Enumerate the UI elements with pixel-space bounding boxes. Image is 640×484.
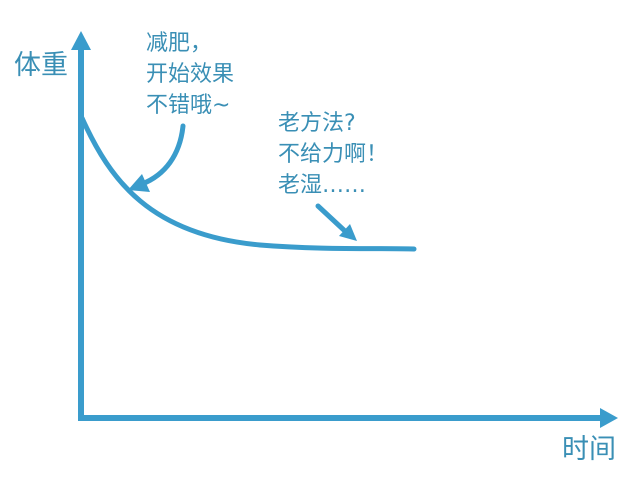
y-axis <box>71 31 91 418</box>
arrowhead-icon <box>128 174 150 192</box>
annotation-arrow-1 <box>128 123 186 192</box>
x-axis-label: 时间 <box>562 434 616 465</box>
x-axis <box>78 408 618 428</box>
y-axis-arrow-icon <box>71 31 91 50</box>
y-axis-label: 体重 <box>14 50 68 81</box>
weight-curve <box>79 115 417 252</box>
x-axis-arrow-icon <box>600 408 618 428</box>
annotation-arrow-2 <box>315 203 357 241</box>
arrowhead-icon <box>339 224 357 241</box>
annotation-plateau: 老方法?不给力啊！老湿…… <box>278 111 389 198</box>
annotation-early-loss: 减肥，开始效果不错哦~ <box>146 31 235 118</box>
